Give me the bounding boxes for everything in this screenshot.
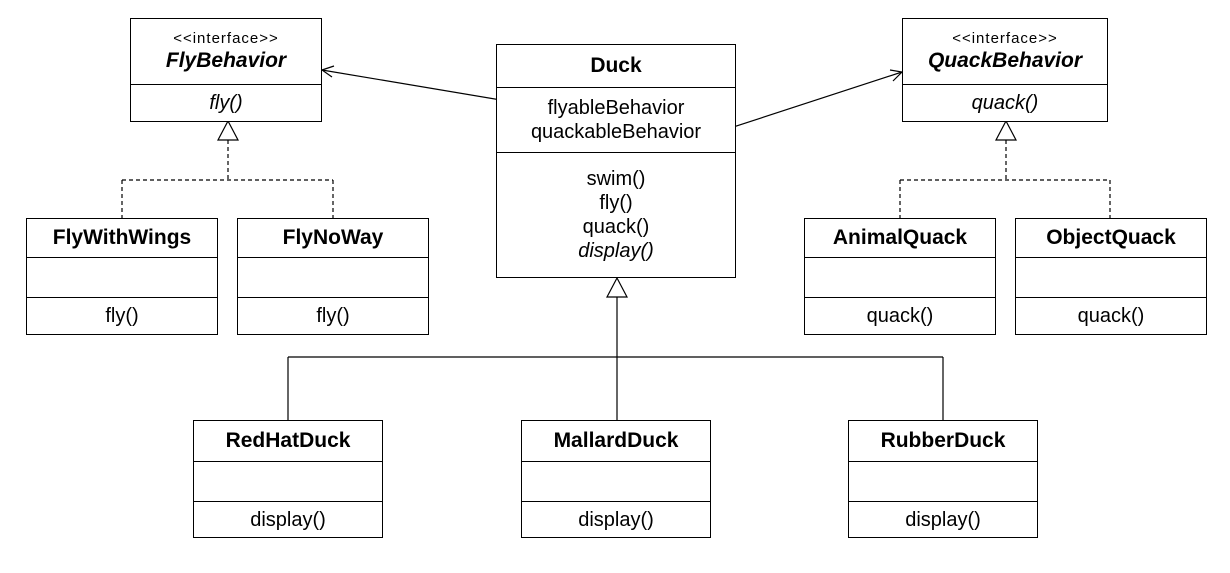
animal-quack-attributes (805, 257, 995, 297)
duck-operations: swim() fly() quack() display() (497, 152, 735, 277)
rubber-duck-attributes (849, 461, 1037, 501)
fly-no-way-attributes (238, 257, 428, 297)
object-quack-class: ObjectQuack quack() (1015, 218, 1207, 335)
quack-behavior-name-section: <<interface>> QuackBehavior (903, 19, 1107, 84)
fly-no-way-fly-operation: fly() (316, 305, 350, 327)
duck-operation-fly: fly() (599, 192, 633, 214)
duck-inheritance-triangle (606, 276, 628, 298)
quack-behavior-quack-operation: quack() (971, 92, 1039, 114)
fly-with-wings-operations: fly() (27, 297, 217, 334)
object-quack-operations: quack() (1016, 297, 1206, 334)
fly-realization-triangle (217, 119, 239, 141)
red-hat-duck-class: RedHatDuck display() (193, 420, 383, 538)
fly-no-way-name: FlyNoWay (282, 226, 384, 250)
red-hat-duck-name: RedHatDuck (225, 429, 351, 453)
rubber-duck-class: RubberDuck display() (848, 420, 1038, 538)
association-quack-line (717, 71, 903, 133)
red-hat-duck-attributes (194, 461, 382, 501)
animal-quack-class: AnimalQuack quack() (804, 218, 996, 335)
quack-behavior-operations: quack() (903, 84, 1107, 121)
rubber-duck-name-section: RubberDuck (849, 421, 1037, 461)
animal-quack-operations: quack() (805, 297, 995, 334)
animal-quack-name: AnimalQuack (832, 226, 968, 250)
mallard-duck-name-section: MallardDuck (522, 421, 710, 461)
quack-behavior-stereotype: <<interface>> (952, 29, 1058, 47)
fly-with-wings-attributes (27, 257, 217, 297)
quack-realization-lines (899, 140, 1111, 218)
fly-with-wings-name: FlyWithWings (52, 226, 192, 250)
duck-operation-display: display() (578, 240, 654, 262)
object-quack-name: ObjectQuack (1046, 226, 1176, 250)
mallard-duck-display-operation: display() (578, 508, 654, 531)
mallard-duck-class: MallardDuck display() (521, 420, 711, 538)
animal-quack-name-section: AnimalQuack (805, 219, 995, 257)
duck-attribute-flyable-behavior: flyableBehavior (547, 97, 685, 119)
mallard-duck-name: MallardDuck (553, 429, 679, 453)
fly-behavior-stereotype: <<interface>> (173, 29, 279, 47)
duck-inheritance-lines (287, 297, 944, 420)
duck-name-section: Duck (497, 45, 735, 87)
object-quack-name-section: ObjectQuack (1016, 219, 1206, 257)
rubber-duck-operations: display() (849, 501, 1037, 537)
rubber-duck-display-operation: display() (905, 508, 981, 531)
fly-with-wings-name-section: FlyWithWings (27, 219, 217, 257)
duck-operation-quack: quack() (582, 216, 650, 238)
fly-no-way-operations: fly() (238, 297, 428, 334)
animal-quack-quack-operation: quack() (866, 305, 934, 327)
duck-class: Duck flyableBehavior quackableBehavior s… (496, 44, 736, 278)
duck-attributes: flyableBehavior quackableBehavior (497, 87, 735, 152)
fly-behavior-operations: fly() (131, 84, 321, 121)
quack-behavior-name: QuackBehavior (927, 48, 1083, 72)
fly-behavior-fly-operation: fly() (209, 92, 243, 114)
association-fly-line (321, 69, 514, 103)
duck-attribute-quackable-behavior: quackableBehavior (530, 121, 702, 143)
quack-realization-triangle (995, 119, 1017, 141)
fly-behavior-name: FlyBehavior (165, 48, 287, 72)
fly-no-way-name-section: FlyNoWay (238, 219, 428, 257)
fly-behavior-interface: <<interface>> FlyBehavior fly() (130, 18, 322, 122)
association-fly-arrowhead (320, 65, 335, 78)
fly-behavior-name-section: <<interface>> FlyBehavior (131, 19, 321, 84)
fly-with-wings-class: FlyWithWings fly() (26, 218, 218, 335)
rubber-duck-name: RubberDuck (880, 429, 1006, 453)
fly-with-wings-fly-operation: fly() (105, 305, 139, 327)
red-hat-duck-operations: display() (194, 501, 382, 537)
object-quack-attributes (1016, 257, 1206, 297)
quack-behavior-interface: <<interface>> QuackBehavior quack() (902, 18, 1108, 122)
fly-realization-lines (121, 140, 334, 218)
mallard-duck-attributes (522, 461, 710, 501)
duck-class-name: Duck (590, 54, 642, 78)
duck-operation-swim: swim() (586, 168, 646, 190)
red-hat-duck-display-operation: display() (250, 508, 326, 531)
object-quack-quack-operation: quack() (1077, 305, 1145, 327)
fly-no-way-class: FlyNoWay fly() (237, 218, 429, 335)
mallard-duck-operations: display() (522, 501, 710, 537)
red-hat-duck-name-section: RedHatDuck (194, 421, 382, 461)
